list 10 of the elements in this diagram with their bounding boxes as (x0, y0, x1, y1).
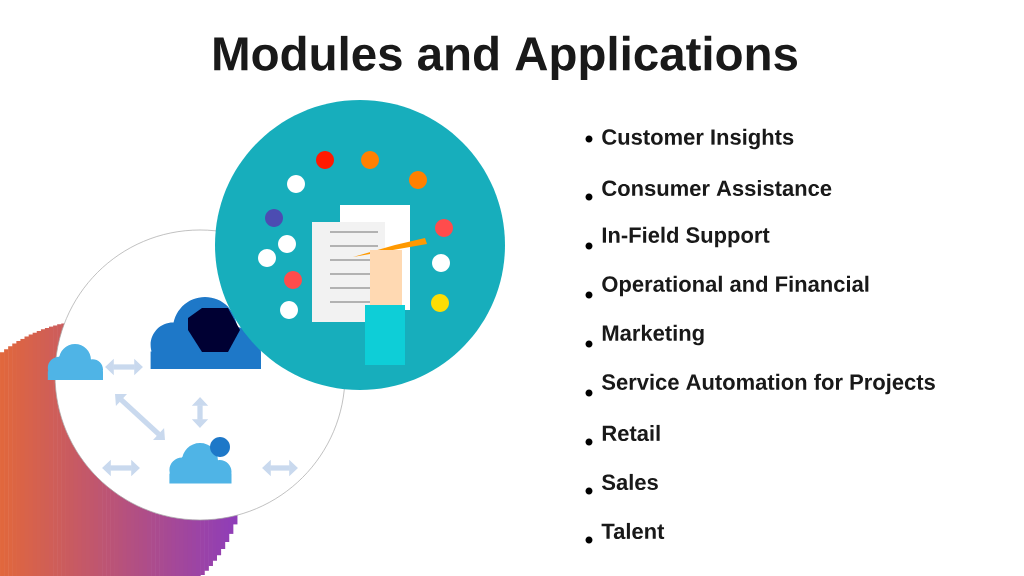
list-item: Talent (601, 522, 665, 540)
list-item: Marketing (602, 324, 704, 346)
title: Modules and Applications (214, 35, 797, 81)
list-item: Retail (602, 424, 660, 442)
list-item: Operational and Financial (602, 275, 869, 297)
list-item: Consumer Assistance (602, 179, 832, 197)
list-item: Service Automation for Projects (602, 373, 935, 395)
list-item: In-Field Support (602, 226, 770, 248)
list-item: Customer Insights (602, 128, 794, 150)
list-item: Sales (602, 473, 658, 491)
